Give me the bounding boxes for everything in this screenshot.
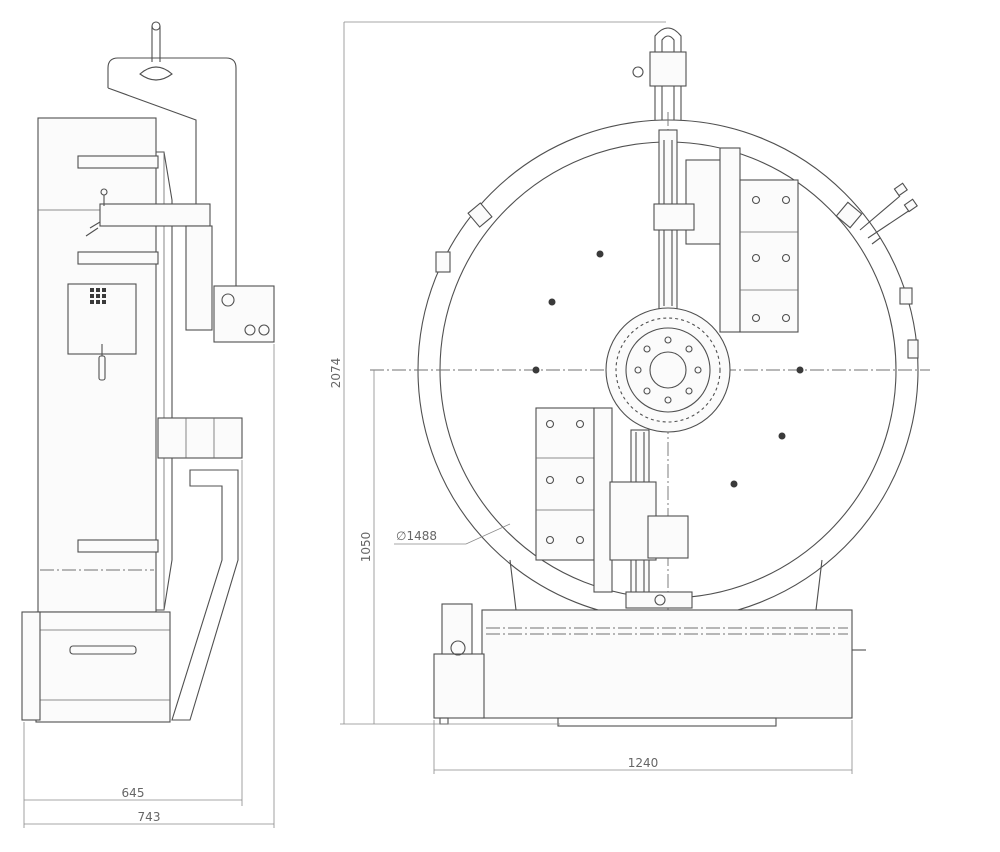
- front-disc-hole-5: [778, 432, 786, 440]
- front-chuck-hole-3: [634, 366, 642, 374]
- front-lower-plate: [535, 407, 595, 561]
- front-bottom-clamp: [625, 591, 693, 609]
- side-lift-knob: [151, 21, 161, 31]
- panel-key-6: [102, 294, 106, 298]
- side-electric-switch: [221, 293, 235, 307]
- side-lift-post: [151, 26, 161, 62]
- front-chuck-outer: [605, 307, 731, 433]
- front-hydraulic-tank: [441, 603, 473, 655]
- front-chuck-hole-5: [643, 345, 651, 353]
- front-ring-clamp-1: [467, 202, 493, 228]
- front-upper-bolt-1: [751, 195, 761, 205]
- front-lower-bolt-4: [575, 475, 585, 485]
- dim-label-743: 743: [138, 810, 161, 824]
- front-torch-tip-2: [903, 198, 918, 213]
- front-hydraulic-unit: [433, 653, 485, 719]
- side-support-frame: [171, 469, 239, 721]
- front-upper-bolt-4: [781, 253, 791, 263]
- front-torch-tip-1: [893, 182, 908, 197]
- side-base-handle: [69, 645, 137, 655]
- panel-key-2: [96, 288, 100, 292]
- side-electric-socket-2: [258, 324, 270, 336]
- side-lift-eye: [139, 66, 173, 81]
- side-upper-column: [185, 225, 213, 331]
- front-lift-bolt: [632, 66, 644, 78]
- panel-key-5: [96, 294, 100, 298]
- panel-key-1: [90, 288, 94, 292]
- side-panel-grip: [98, 355, 106, 381]
- side-cabinet: [37, 117, 157, 613]
- front-upper-bolt-3: [751, 253, 761, 263]
- front-disc-hole-1: [596, 250, 604, 258]
- front-view: [340, 21, 930, 774]
- front-base: [481, 609, 853, 719]
- front-disc-hole-4: [796, 366, 804, 374]
- front-disc-hole-2: [548, 298, 556, 306]
- front-chuck-hole-2: [664, 396, 672, 404]
- front-hydraulic-gauge: [450, 640, 466, 656]
- front-lower-guide: [593, 407, 613, 593]
- front-lower-bolt-1: [545, 419, 555, 429]
- front-disc-hole-6: [730, 480, 738, 488]
- side-top-bracket: [107, 57, 237, 290]
- front-chuck-inner: [625, 327, 711, 413]
- panel-key-8: [96, 300, 100, 304]
- side-arm-3: [77, 539, 159, 553]
- dim-label-1050: 1050: [359, 532, 373, 563]
- panel-key-7: [90, 300, 94, 304]
- front-chuck-hole-8: [643, 387, 651, 395]
- front-lower-bolt-2: [575, 419, 585, 429]
- side-electric-box: [213, 285, 275, 343]
- panel-key-3: [102, 288, 106, 292]
- front-chuck-hole-7: [685, 345, 693, 353]
- front-ring-clamp-5: [907, 339, 919, 359]
- front-chuck-bore: [649, 351, 687, 389]
- dim-label-645: 645: [122, 786, 145, 800]
- front-ring-clamp-2: [435, 251, 451, 273]
- front-chuck-hole-6: [685, 387, 693, 395]
- front-upper-guide: [719, 147, 741, 333]
- front-lift-block: [649, 51, 687, 87]
- front-base-foot: [557, 717, 777, 727]
- front-lower-bolt-5: [545, 535, 555, 545]
- front-chuck-teeth: [615, 317, 721, 423]
- side-electric-socket-1: [244, 324, 256, 336]
- front-ring-clamp-4: [899, 287, 913, 305]
- front-chuck-hole-4: [694, 366, 702, 374]
- front-torch: [859, 195, 911, 245]
- side-arm-1: [77, 155, 159, 169]
- side-arm-2: [77, 251, 159, 265]
- dim-leader-diameter: [394, 523, 511, 545]
- panel-key-4: [90, 294, 94, 298]
- front-disc-hole-3: [532, 366, 540, 374]
- front-lower-bolt-6: [575, 535, 585, 545]
- dim-label-2074: 2074: [329, 358, 343, 389]
- side-view: [21, 21, 275, 828]
- side-base: [35, 611, 171, 723]
- front-bottom-clamp-bolt: [654, 594, 666, 606]
- dim-label-diameter: ∅1488: [396, 529, 437, 543]
- front-upper-motor: [653, 203, 695, 231]
- side-upper-clamp: [99, 203, 211, 227]
- front-upper-bolt-6: [781, 313, 791, 323]
- front-lower-bolt-3: [545, 475, 555, 485]
- side-base-foot: [21, 611, 41, 721]
- side-upper-clamp-lever: [85, 221, 101, 237]
- front-upper-bolt-5: [751, 313, 761, 323]
- panel-key-9: [102, 300, 106, 304]
- front-lift-hook: [654, 27, 682, 120]
- front-hydraulic-foot: [439, 717, 449, 725]
- side-ring-profile: [156, 151, 173, 611]
- front-chuck-hole-1: [664, 336, 672, 344]
- front-upper-plate: [739, 179, 799, 333]
- front-upper-bolt-2: [781, 195, 791, 205]
- side-lower-clamp: [157, 417, 243, 459]
- front-lower-motor: [647, 515, 689, 559]
- front-ring-clamp-3: [835, 201, 863, 229]
- dim-label-1240: 1240: [628, 756, 659, 770]
